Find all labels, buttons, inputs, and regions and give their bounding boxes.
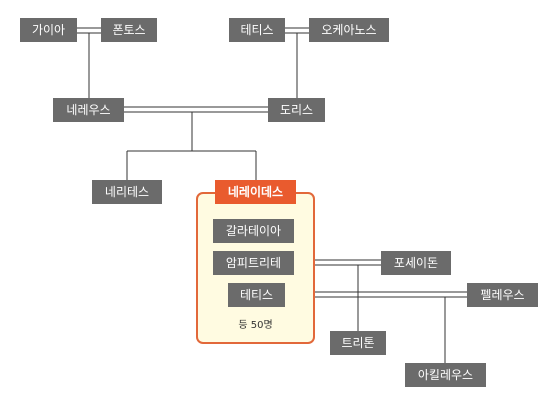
node-nerites: 네리테스 [92,180,162,204]
group-note: 등 50명 [238,320,273,331]
node-thetis: 테티스 [228,283,285,307]
node-nereus: 네레우스 [53,98,124,122]
node-poseidon: 포세이돈 [381,251,451,275]
node-okeanos: 오케아노스 [309,18,389,42]
node-achilleus: 아킬레우스 [405,363,486,387]
node-peleus: 펠레우스 [467,283,538,307]
node-triton: 트리톤 [330,331,386,355]
node-gaia: 가이아 [20,18,77,42]
node-galateia: 갈라테이아 [213,219,294,243]
node-doris: 도리스 [268,98,325,122]
node-tethys-top: 테티스 [229,18,285,42]
node-amphitrite: 암피트리테 [213,251,294,275]
node-pontos: 폰토스 [101,18,157,42]
node-nereides: 네레이데스 [215,180,296,204]
